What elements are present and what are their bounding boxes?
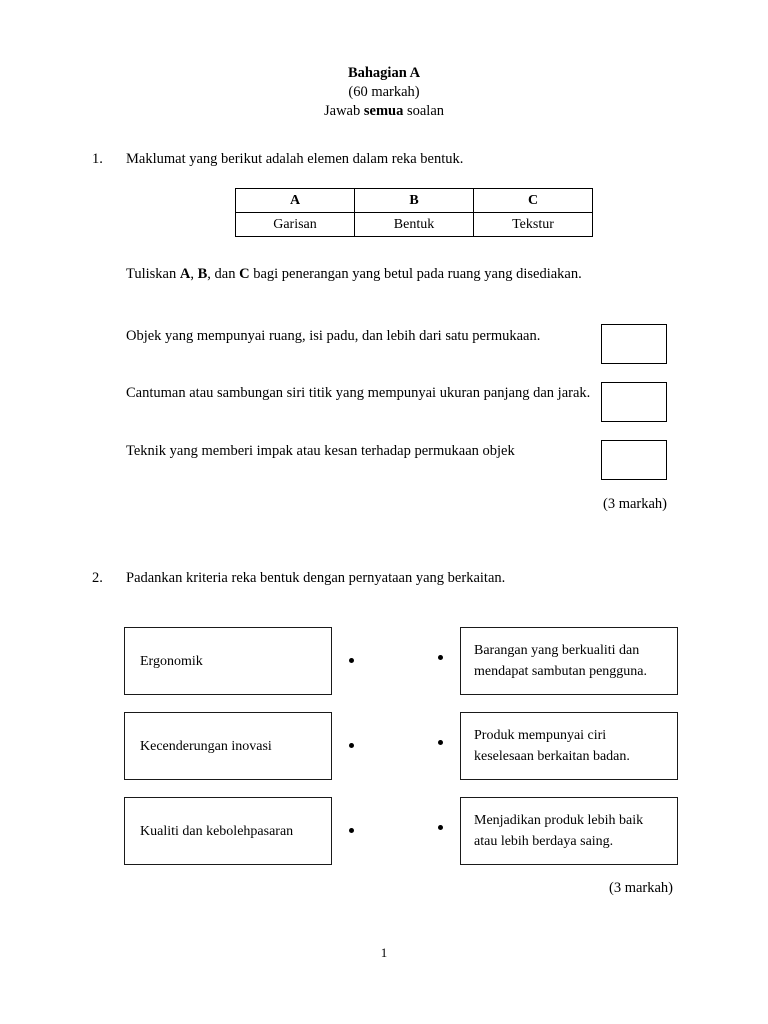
table-header-cell: C: [473, 188, 593, 213]
connector-dot-right-1[interactable]: [438, 655, 443, 660]
connector-dot-left-2[interactable]: [349, 743, 354, 748]
match-left-item-3[interactable]: Kualiti dan kebolehpasaran: [124, 797, 332, 865]
table-row: Garisan Bentuk Tekstur: [235, 212, 593, 237]
connector-dot-left-3[interactable]: [349, 828, 354, 833]
answer-box-2[interactable]: [601, 382, 667, 422]
statement-2: Cantuman atau sambungan siri titik yang …: [126, 385, 591, 401]
section-instruction: Jawab semua soalan: [0, 102, 768, 121]
label-a: A: [179, 266, 191, 282]
section-title: Bahagian A: [347, 65, 421, 81]
question-1-stem: Maklumat yang berikut adalah elemen dala…: [126, 151, 464, 167]
instruction-suffix: soalan: [403, 103, 445, 119]
match-right-item-3[interactable]: Menjadikan produk lebih baik atau lebih …: [460, 797, 678, 865]
table-cell: Tekstur: [473, 212, 593, 237]
match-left-item-2[interactable]: Kecenderungan inovasi: [124, 712, 332, 780]
match-right-item-2[interactable]: Produk mempunyai ciri keselesaan berkait…: [460, 712, 678, 780]
connector-dot-right-3[interactable]: [438, 825, 443, 830]
page-number: 1: [380, 945, 388, 960]
statement-1: Objek yang mempunyai ruang, isi padu, da…: [126, 328, 541, 344]
match-right-item-1[interactable]: Barangan yang berkualiti dan mendapat sa…: [460, 627, 678, 695]
instruction-text-part: , dan: [207, 266, 240, 282]
answer-box-1[interactable]: [601, 324, 667, 364]
table-cell: Garisan: [235, 212, 355, 237]
connector-dot-left-1[interactable]: [349, 658, 354, 663]
question-1-instruction: Tuliskan A, B, dan C bagi penerangan yan…: [126, 266, 582, 283]
question-2-marks: (3 markah): [608, 880, 673, 896]
question-1-marks: (3 markah): [602, 496, 667, 512]
instruction-prefix: Jawab: [323, 103, 364, 119]
question-2-number: 2.: [92, 570, 103, 586]
label-c: C: [239, 266, 250, 282]
instruction-text-part: ,: [190, 266, 198, 282]
answer-box-3[interactable]: [601, 440, 667, 480]
match-left-item-1[interactable]: Ergonomik: [124, 627, 332, 695]
table-header-cell: B: [354, 188, 474, 213]
question-1-number: 1.: [92, 151, 103, 167]
connector-dot-right-2[interactable]: [438, 740, 443, 745]
elements-table: A B C Garisan Bentuk Tekstur: [235, 188, 593, 237]
section-total-marks: (60 markah): [348, 84, 420, 100]
table-header-row: A B C: [235, 188, 593, 213]
table-cell: Bentuk: [354, 212, 474, 237]
instruction-emphasis: semua: [363, 103, 404, 119]
question-2-stem: Padankan kriteria reka bentuk dengan per…: [126, 570, 506, 586]
label-b: B: [197, 266, 208, 282]
statement-3: Teknik yang memberi impak atau kesan ter…: [126, 443, 515, 459]
page-header: Bahagian A (60 markah) Jawab semua soala…: [0, 64, 768, 121]
instruction-text-part: Tuliskan: [126, 266, 180, 282]
instruction-text-part: bagi penerangan yang betul pada ruang ya…: [249, 266, 582, 282]
table-header-cell: A: [235, 188, 355, 213]
